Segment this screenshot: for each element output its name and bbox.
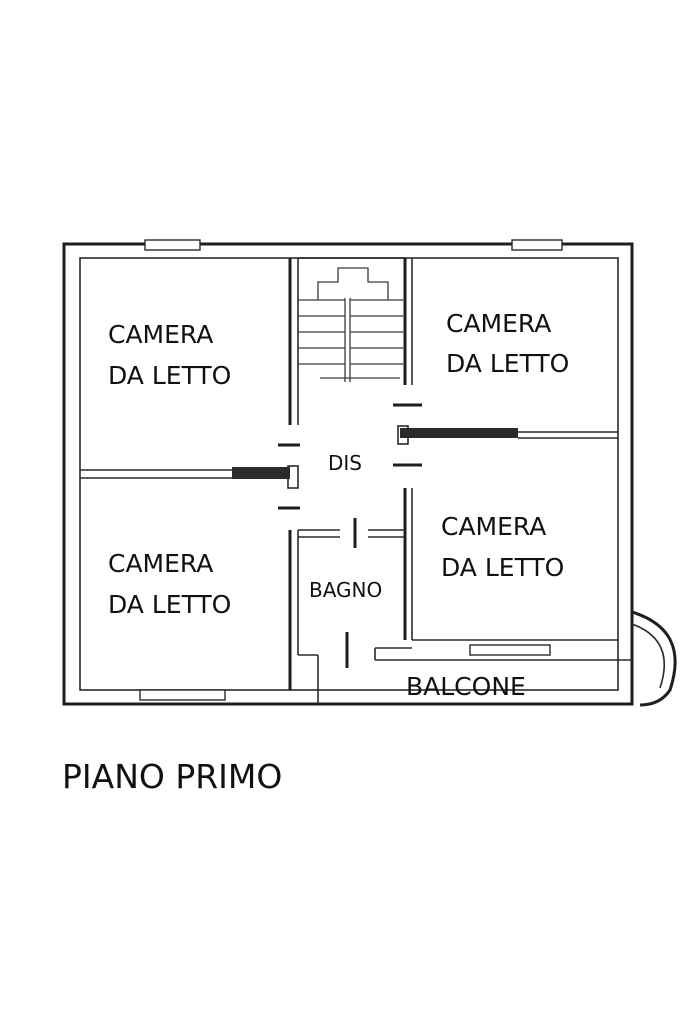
room-label-line: CAMERA [446,309,551,338]
room-label-bathroom: BAGNO [309,578,382,602]
room-label-line: CAMERA [108,549,213,578]
room-label-bedroom-top-left: CAMERA DA LETTO [108,320,231,390]
room-label-line: DA LETTO [441,553,564,582]
windows [139,239,563,701]
interior-walls [80,257,632,704]
room-label-hallway: DIS [328,451,362,475]
room-label-line: DA LETTO [108,590,231,619]
room-label-line: DA LETTO [108,361,231,390]
staircase [298,267,405,382]
room-label-bedroom-bottom-left: CAMERA DA LETTO [108,549,231,619]
floor-title: PIANO PRIMO [62,757,282,796]
room-label-line: DA LETTO [446,349,569,378]
room-label-line: CAMERA [108,320,213,349]
room-label-balcony: BALCONE [406,672,526,701]
room-label-bedroom-bottom-right: CAMERA DA LETTO [441,512,564,582]
room-label-bedroom-top-right: CAMERA DA LETTO [446,309,569,378]
room-label-line: CAMERA [441,512,546,541]
balcony-railing [631,610,677,707]
